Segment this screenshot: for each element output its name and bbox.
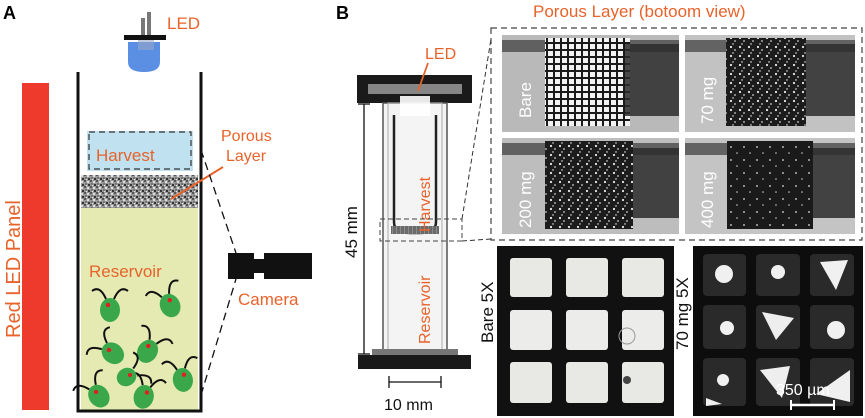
container-walls: [76, 72, 203, 413]
micrograph-bare-5x: [497, 246, 674, 416]
porous-label-line2: Layer: [226, 148, 267, 165]
led-label-a: LED: [167, 14, 200, 33]
panel-a: A Red LED Panel LED Harvest Porous Layer…: [3, 3, 312, 413]
scale-bar-label: 350 µm: [776, 382, 830, 399]
camera-icon: [228, 253, 312, 279]
led-icon: [124, 12, 166, 72]
panel-b: B LED Harvest Reservoir 45 mm 10 mm: [336, 2, 863, 416]
micrograph-label-70mg: 70 mg 5X: [673, 277, 692, 350]
algae-cells: [72, 279, 198, 409]
thumb-label-bare: Bare: [516, 82, 535, 118]
thumb-200mg: [502, 138, 679, 234]
led-label-b: LED: [425, 46, 456, 63]
micrograph-70mg-5x: [693, 246, 863, 416]
reservoir-label-b: Reservoir: [417, 275, 434, 344]
camera-label: Camera: [238, 290, 299, 309]
harvest-label-b: Harvest: [417, 176, 434, 232]
camera-view-top: [200, 149, 237, 254]
vial-led-pointer: [417, 62, 429, 92]
red-led-panel: [22, 83, 49, 410]
porous-layer-sketch: [81, 175, 198, 208]
porous-label-line1: Porous: [221, 128, 272, 145]
width-dimension-label: 10 mm: [384, 397, 433, 414]
porous-pointer: [170, 166, 224, 200]
panel-a-letter: A: [3, 3, 16, 23]
height-dimension-label: 45 mm: [342, 206, 361, 258]
thumb-label-200mg: 200 mg: [516, 171, 535, 228]
panel-b-letter: B: [336, 3, 349, 23]
thumb-70mg: [685, 35, 855, 132]
porous-view-title: Porous Layer (botoom view): [533, 2, 746, 21]
reservoir-label-a: Reservoir: [89, 262, 162, 281]
vial-photo: [357, 75, 472, 369]
harvest-box: [88, 131, 192, 170]
red-led-panel-label: Red LED Panel: [3, 200, 25, 338]
harvest-fill: [87, 131, 193, 171]
zoom-line-bottom: [461, 238, 492, 242]
vial-porous-box: [379, 218, 463, 242]
thumb-label-400mg: 400 mg: [698, 171, 717, 228]
camera-view-bottom: [200, 278, 237, 396]
thumb-label-70mg: 70 mg: [698, 77, 717, 124]
micrograph-label-bare: Bare 5X: [478, 282, 497, 343]
porous-view-frame: [490, 27, 863, 241]
thumb-400mg: [685, 138, 855, 234]
thumb-bare: [502, 35, 679, 132]
zoom-line-top: [461, 38, 492, 220]
harvest-label-a: Harvest: [96, 146, 155, 165]
